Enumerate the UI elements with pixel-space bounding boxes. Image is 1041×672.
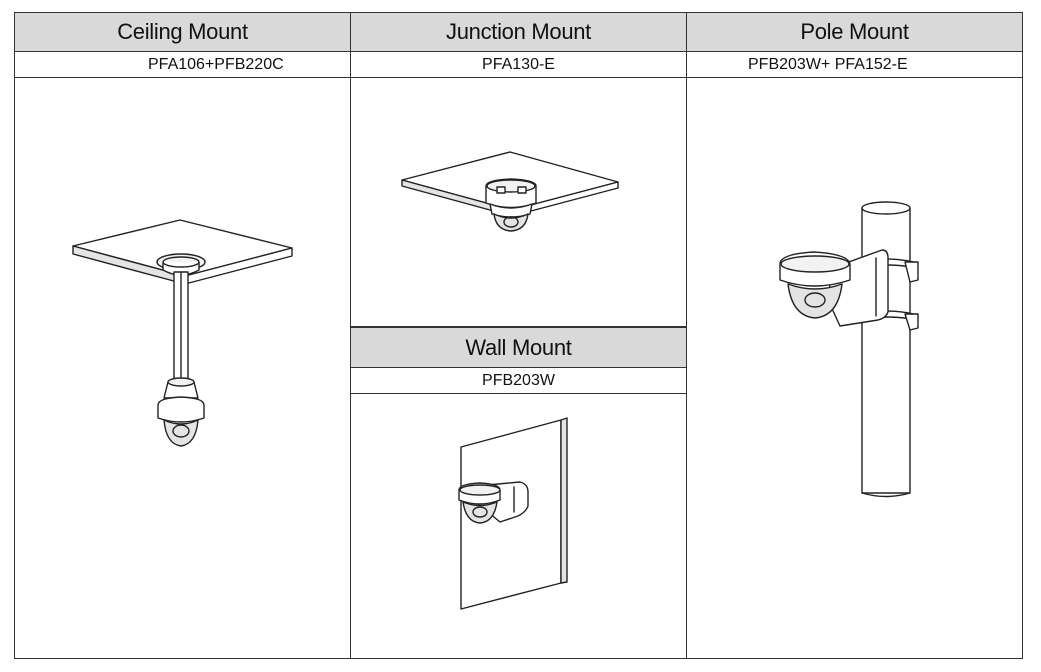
wall-mount-title: Wall Mount (350, 327, 687, 368)
wall-camera (458, 482, 501, 524)
junction-box (485, 178, 537, 209)
ceiling-adapter (156, 253, 206, 276)
pole (861, 201, 911, 498)
junction-mount-title: Junction Mount (350, 12, 687, 52)
ceiling-plate (72, 219, 293, 285)
pole-mount-title: Pole Mount (686, 12, 1023, 52)
pole-camera (779, 251, 851, 319)
pole-mount-model: PFB203W+ PFA152-E (686, 51, 1023, 78)
junction-camera (489, 203, 533, 232)
ceiling-camera (157, 377, 205, 447)
pole-mount-cell (686, 12, 1023, 659)
ceiling-mount-title: Ceiling Mount (14, 12, 351, 52)
wall-mount-model: PFB203W (350, 367, 687, 394)
